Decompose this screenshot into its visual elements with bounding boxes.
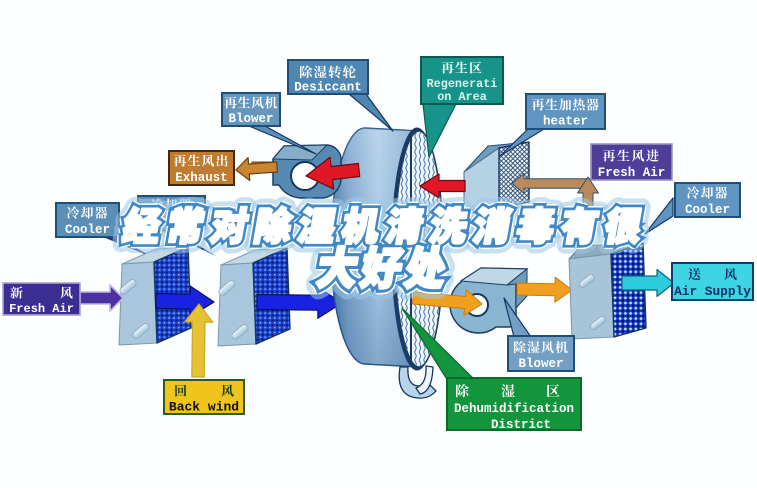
svg-text:Fresh Air: Fresh Air [9, 302, 74, 316]
svg-text:Dehumidification: Dehumidification [454, 402, 574, 416]
svg-text:on Area: on Area [437, 90, 487, 104]
svg-text:Fresh Air: Fresh Air [598, 166, 666, 180]
svg-text:heater: heater [543, 115, 588, 129]
svg-text:Cooler: Cooler [685, 203, 730, 217]
svg-text:Back wind: Back wind [169, 400, 239, 415]
svg-text:District: District [491, 418, 551, 432]
svg-text:Desiccant: Desiccant [294, 81, 362, 95]
svg-text:Blower: Blower [518, 357, 563, 371]
svg-text:Cooler: Cooler [65, 223, 110, 237]
svg-text:Exhaust: Exhaust [175, 171, 228, 185]
svg-text:Air Supply: Air Supply [674, 284, 751, 299]
svg-text:Blower: Blower [228, 112, 273, 126]
svg-text:Regenerati: Regenerati [427, 77, 498, 91]
